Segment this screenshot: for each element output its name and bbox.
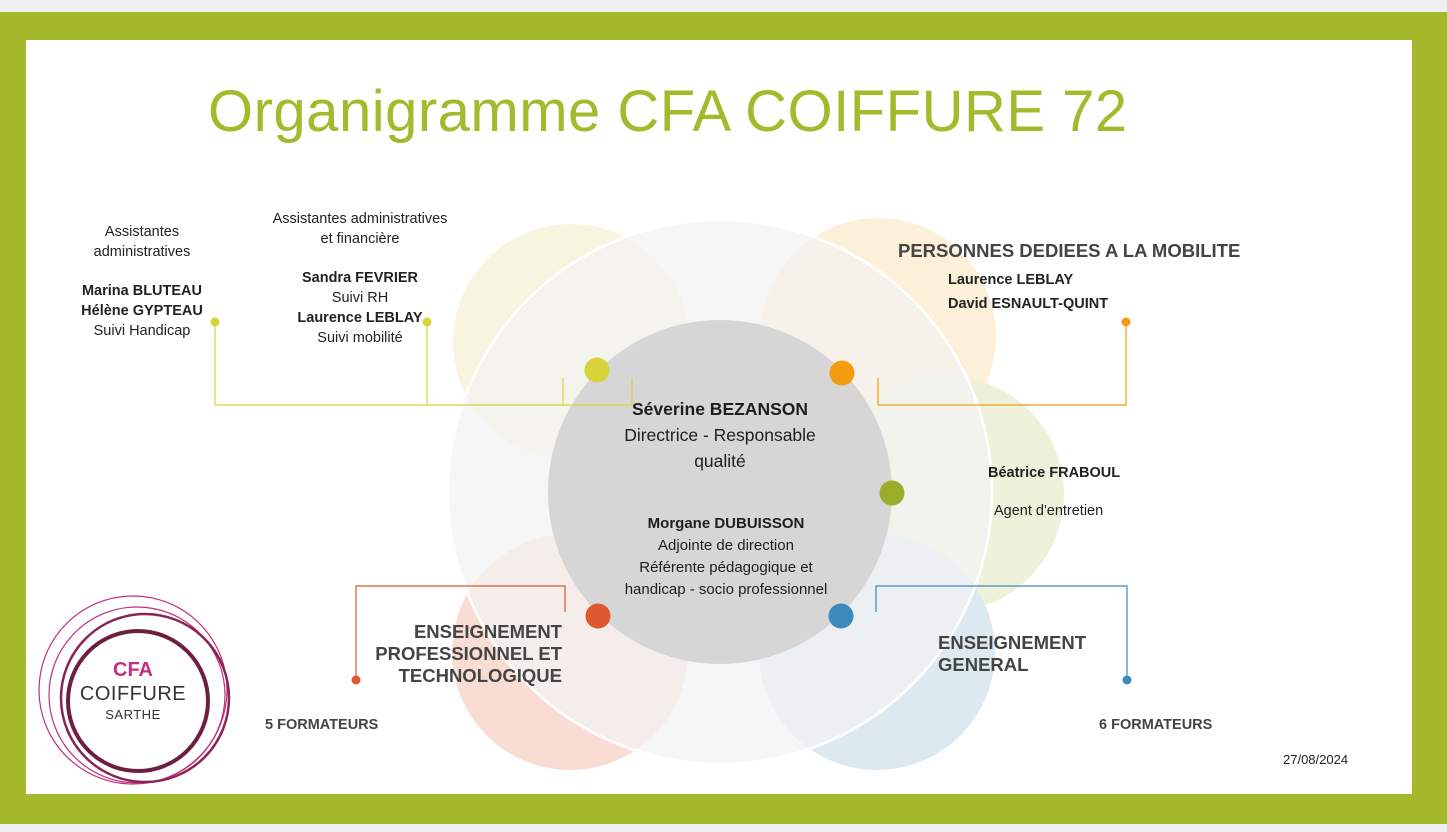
general-line-2: GENERAL [938, 654, 1029, 675]
director-role-2: qualité [694, 451, 746, 471]
slide: Organigramme CFA COIFFURE 72 [26, 40, 1412, 794]
admin-left-block: Assistantes administratives Marina BLUTE… [72, 222, 212, 341]
admin-right-header-1: Assistantes administratives [272, 211, 448, 227]
director-name: Séverine BEZANSON [631, 399, 809, 419]
dot-admin-left [210, 317, 220, 327]
general-count: 6 FORMATEURS [1099, 717, 1213, 733]
admin-left-header-1: Assistantes [104, 224, 180, 240]
admin-right-header-2: et financière [320, 231, 400, 247]
pro-section-title: ENSEIGNEMENT PROFESSIONNEL ET TECHNOLOGI… [326, 621, 562, 687]
maintenance-name: Béatrice FRABOUL [988, 465, 1121, 481]
pro-line-3: TECHNOLOGIQUE [398, 665, 562, 686]
dot-mobility [1121, 317, 1131, 327]
deputy-block: Morgane DUBUISSON Adjointe de direction … [576, 513, 876, 601]
pro-count: 5 FORMATEURS [265, 717, 379, 733]
director-block: Séverine BEZANSON Directrice - Responsab… [580, 396, 860, 474]
node-orange [829, 360, 855, 386]
logo-sarthe: SARTHE [105, 707, 161, 722]
mobility-name-1: Laurence LEBLAY [948, 272, 1074, 288]
connector-mobility [877, 322, 1127, 406]
admin-left-header-2: administratives [93, 244, 191, 260]
node-green [879, 480, 905, 506]
node-yellow [584, 357, 610, 383]
center-circle [548, 320, 892, 664]
admin-left-name-1: Marina BLUTEAU [81, 283, 203, 299]
admin-right-name-2: Laurence LEBLAY [297, 310, 423, 326]
node-red [585, 603, 611, 629]
page-title: Organigramme CFA COIFFURE 72 [208, 79, 1128, 144]
logo-cfa: CFA [113, 659, 153, 681]
admin-right-role-1: Suivi RH [331, 290, 389, 306]
deputy-name: Morgane DUBUISSON [647, 515, 805, 532]
general-section-title: ENSEIGNEMENT GENERAL [938, 632, 1086, 676]
admin-right-block: Assistantes administratives et financièr… [260, 209, 460, 348]
mobility-header: PERSONNES DEDIEES A LA MOBILITE [898, 240, 1241, 261]
dot-pro [351, 675, 361, 685]
mobility-name-2: David ESNAULT-QUINT [948, 296, 1109, 312]
logo-rings [38, 595, 231, 785]
pro-line-2: PROFESSIONNEL ET [375, 643, 562, 664]
admin-right-name-1: Sandra FEVRIER [301, 270, 419, 286]
general-line-1: ENSEIGNEMENT [938, 632, 1087, 653]
dot-admin-right [422, 317, 432, 327]
mobility-names: Laurence LEBLAY David ESNAULT-QUINT [948, 268, 1108, 316]
dot-general [1122, 675, 1132, 685]
connector-pro [355, 585, 566, 680]
logo-coiffure: COIFFURE [79, 683, 187, 705]
org-diagram [38, 218, 1132, 785]
logo: CFA COIFFURE SARTHE [58, 658, 208, 724]
deputy-role-3: handicap - socio professionnel [624, 581, 828, 598]
date: 27/08/2024 [1283, 752, 1349, 767]
node-blue [828, 603, 854, 629]
connector-general [875, 585, 1128, 680]
admin-left-role: Suivi Handicap [93, 323, 191, 339]
pro-line-1: ENSEIGNEMENT [413, 621, 562, 642]
maintenance-role: Agent d'entretien [994, 503, 1104, 519]
deputy-role-1: Adjointe de direction [658, 537, 794, 554]
admin-left-name-2: Hélène GYPTEAU [81, 303, 203, 319]
connector-admin [214, 322, 633, 406]
director-role-1: Directrice - Responsable [624, 425, 816, 445]
deputy-role-2: Référente pédagogique et [639, 559, 813, 576]
admin-right-role-2: Suivi mobilité [317, 330, 403, 346]
